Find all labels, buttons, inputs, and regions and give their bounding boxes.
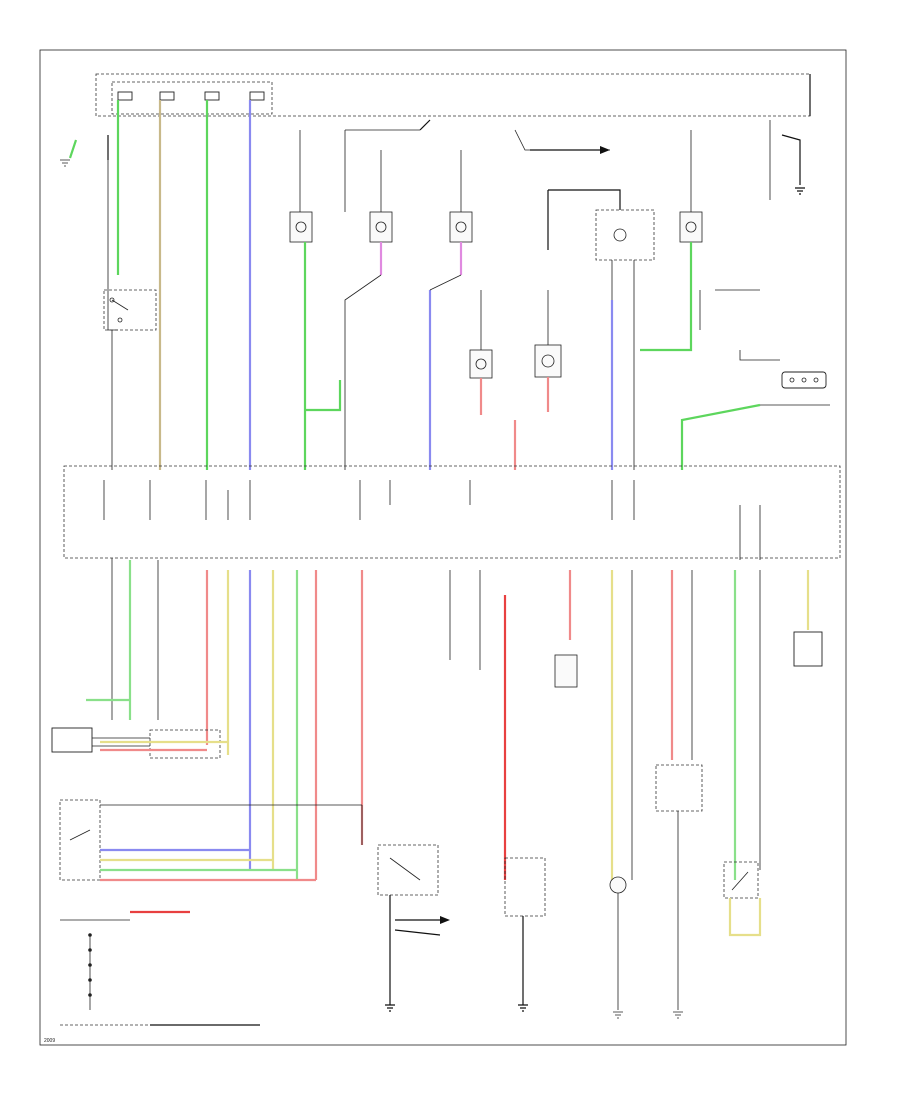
lamp-icon (469, 349, 493, 379)
ignition-switch (103, 289, 157, 331)
ground-icon (518, 1004, 528, 1012)
wire-black-10 (429, 274, 462, 291)
lamp-icon (289, 211, 313, 243)
switch-position-table (60, 919, 130, 1010)
wire-black-20 (739, 505, 761, 560)
wire-black-17b (781, 134, 801, 185)
ground-icon (673, 1011, 683, 1019)
wire-black-13 (514, 129, 610, 151)
wire-green-4b (305, 380, 342, 412)
ground-icon (385, 1004, 395, 1012)
under-hood-fuse-box (95, 73, 811, 117)
module-pin-row-top (103, 480, 635, 520)
connector-icon (793, 631, 823, 667)
relay-icon (595, 209, 655, 261)
diagram-frame (39, 49, 847, 1046)
connector-icon (51, 727, 93, 753)
wire-black-15 (611, 260, 635, 470)
ground-icon (613, 1011, 623, 1019)
relay-icon (655, 764, 703, 812)
switch-icon (723, 861, 759, 899)
wire-black-18 (699, 289, 780, 361)
ground-icon (60, 159, 70, 167)
wire-black-left-2 (107, 160, 118, 331)
wire-green-5 (640, 242, 693, 352)
wire-black-14 (547, 189, 621, 250)
wire-green-6 (680, 403, 761, 470)
body-control-module (63, 465, 841, 559)
wire-black-8 (344, 274, 382, 470)
connector-icon (149, 729, 221, 759)
fuse-icon (117, 91, 265, 101)
combination-switch (59, 799, 101, 881)
wire-green-left-1 (68, 139, 78, 159)
wire-black-6 (344, 129, 420, 212)
lamp-icon (369, 211, 393, 243)
lamp-icon (449, 211, 473, 243)
wire-black-32 (394, 919, 441, 936)
lamp-icon (679, 211, 703, 243)
wire-black-6b (419, 119, 431, 131)
footer-code: 2009 (44, 1038, 55, 1044)
lamp-icon (609, 876, 627, 894)
relay-icon (504, 857, 546, 917)
lamp-icon (534, 344, 562, 378)
relay-icon (377, 844, 439, 896)
connector-icon (600, 146, 610, 154)
lamp-icon (554, 654, 578, 688)
wire-yellow-7 (728, 898, 762, 937)
connector-icon (440, 916, 450, 924)
wire-black-28 (92, 737, 150, 747)
connector-icon (781, 371, 827, 389)
ground-icon (795, 187, 805, 195)
